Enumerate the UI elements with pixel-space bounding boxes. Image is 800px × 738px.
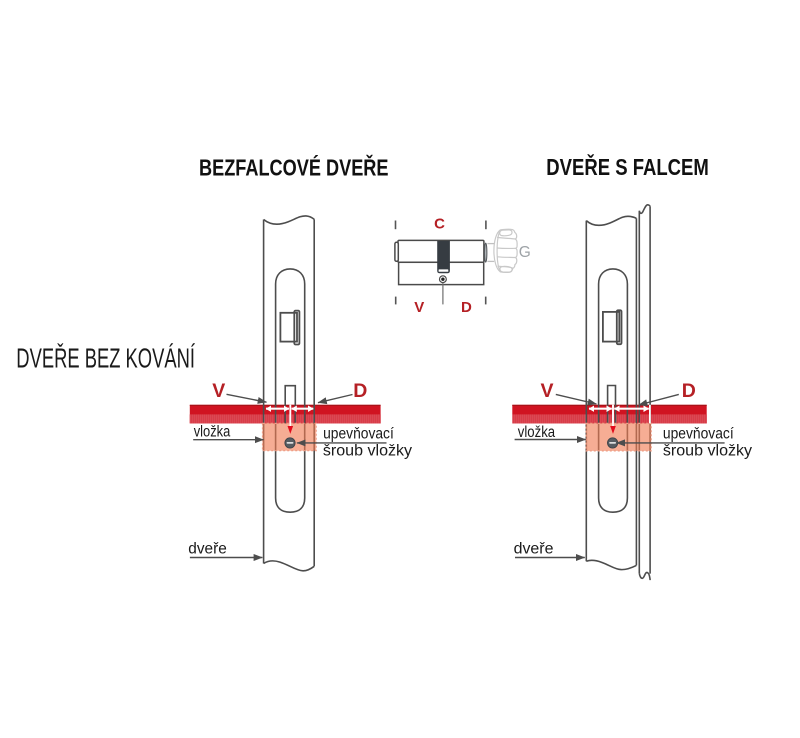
svg-text:dveře: dveře [188,540,227,557]
svg-text:upevňovací: upevňovací [323,426,394,443]
svg-text:C: C [434,215,445,232]
svg-text:DVEŘE BEZ KOVÁNÍ: DVEŘE BEZ KOVÁNÍ [16,342,195,373]
svg-text:dveře: dveře [514,540,554,557]
svg-text:V: V [414,299,424,316]
svg-text:D: D [682,380,696,402]
svg-text:šroub vložky: šroub vložky [323,443,412,460]
svg-text:V: V [540,380,553,402]
svg-text:vložka: vložka [194,424,231,441]
svg-text:šroub vložky: šroub vložky [663,443,752,460]
svg-text:G: G [519,244,531,261]
svg-text:vložka: vložka [518,424,556,441]
svg-text:D: D [461,299,472,316]
svg-text:D: D [353,380,367,402]
svg-text:BEZFALCOVÉ DVEŘE: BEZFALCOVÉ DVEŘE [199,154,389,181]
svg-text:V: V [212,380,225,402]
svg-text:upevňovací: upevňovací [663,426,734,443]
svg-text:DVEŘE S FALCEM: DVEŘE S FALCEM [546,153,709,180]
